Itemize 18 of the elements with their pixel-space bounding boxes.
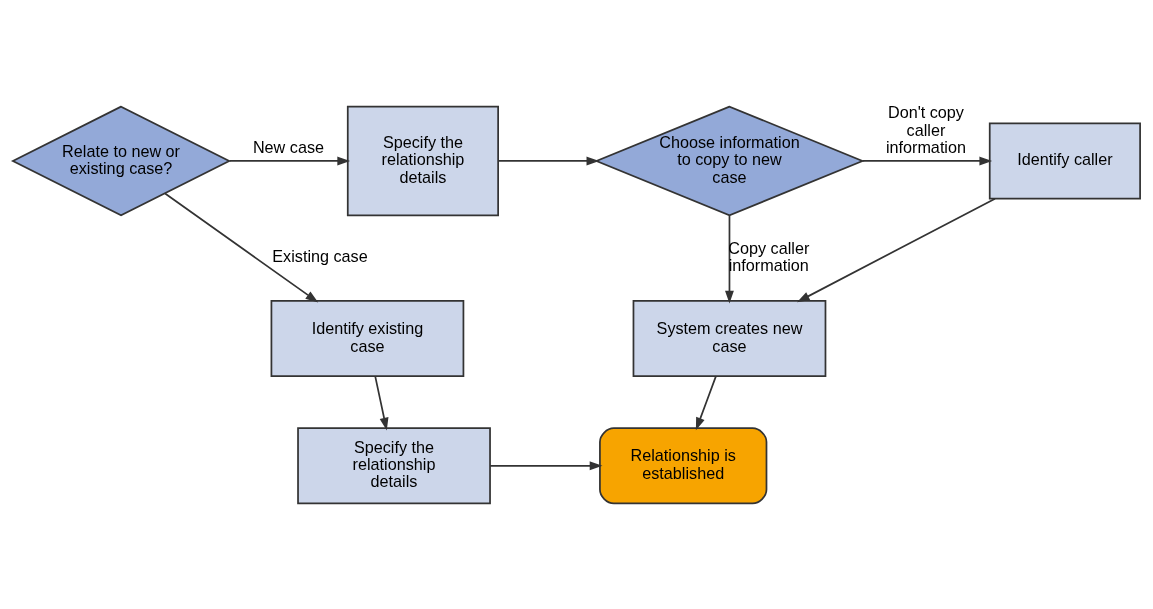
node-box: Specify the relationship details: [297, 426, 491, 504]
node-box: Relationship is established: [599, 426, 768, 504]
edge-label: New case: [252, 137, 325, 156]
node-box: System creates new case: [632, 299, 827, 377]
arrow: [695, 374, 717, 430]
arrow: [374, 374, 389, 430]
arrow: [164, 192, 319, 302]
arrow: [228, 156, 351, 165]
arrow: [796, 197, 996, 302]
arrow: [861, 156, 993, 165]
node-box: Identify existing case: [270, 299, 465, 377]
node-diamond: Relate to new or existing case?: [10, 105, 232, 216]
arrow: [489, 460, 603, 470]
edge-label: Existing case: [272, 246, 368, 265]
arrow: [497, 156, 600, 165]
node-box: Specify the relationship details: [346, 105, 499, 216]
edge-label: Don't copy caller information: [885, 102, 966, 156]
node-box: Identify caller: [988, 122, 1141, 199]
